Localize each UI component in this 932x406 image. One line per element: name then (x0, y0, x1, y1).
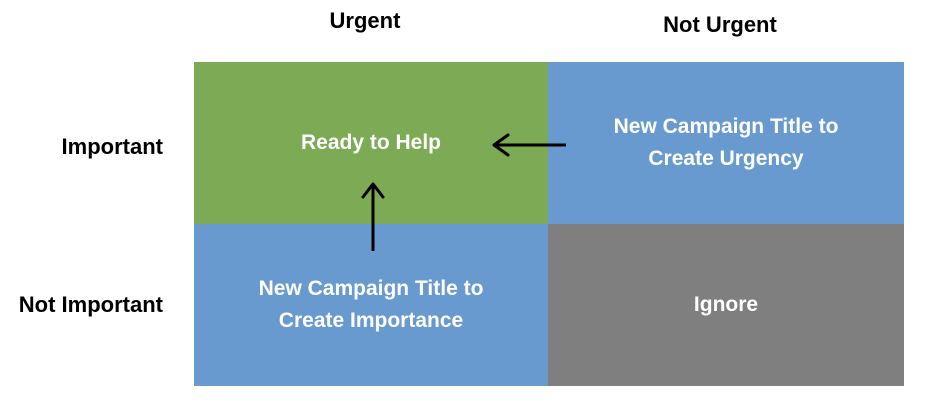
row-label-important: Important (61, 134, 163, 159)
column-label-urgent: Urgent (329, 8, 401, 33)
quadrant-not-urgent-important: New Campaign Title to Create Urgency (548, 62, 904, 224)
arrow-up-to-ready (361, 182, 385, 251)
arrow-left-to-ready (492, 133, 566, 157)
row-label-not-important: Not Important (18, 292, 163, 317)
quadrant-urgent-not-important: New Campaign Title to Create Importance (194, 224, 548, 386)
arrow-left-head (492, 133, 510, 157)
arrow-up-head (361, 182, 385, 199)
quadrant-not-urgent-not-important: Ignore (548, 224, 904, 386)
column-label-not-urgent: Not Urgent (663, 12, 777, 37)
quadrant-urgent-important: Ready to Help (194, 62, 548, 224)
